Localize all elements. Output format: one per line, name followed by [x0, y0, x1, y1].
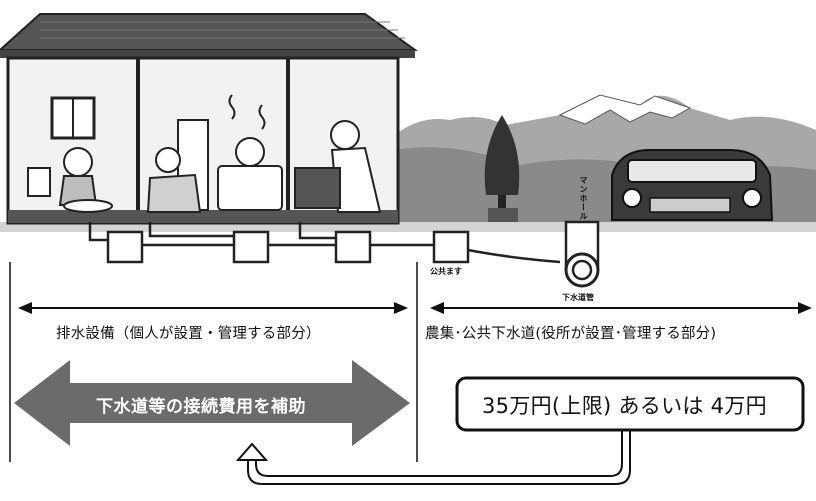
amount-box-outline — [455, 376, 805, 432]
manhole-label: マンホール — [579, 176, 588, 221]
return-arrow — [235, 431, 631, 485]
subsidy-arrow-label: 下水道等の接続費用を補助 — [96, 397, 306, 417]
drainage-pipes — [88, 220, 600, 288]
house — [0, 13, 419, 225]
right-span-arrow — [430, 302, 812, 314]
private-drainage-caption: 排水設備（個人が設置・管理する部分） — [56, 326, 321, 342]
left-span-arrow — [18, 302, 408, 314]
tree — [484, 115, 520, 222]
subsidy-double-arrow — [14, 360, 410, 446]
car — [611, 149, 774, 221]
public-basin-label: 公共ます — [430, 267, 462, 276]
sewer-pipe-label: 下水道管 — [562, 293, 594, 302]
public-sewer-caption: 農集･公共下水道(役所が設置･管理する部分) — [425, 326, 717, 342]
subsidy-amount: 35万円(上限) あるいは 4万円 — [482, 394, 767, 418]
ground-strip — [0, 222, 816, 232]
